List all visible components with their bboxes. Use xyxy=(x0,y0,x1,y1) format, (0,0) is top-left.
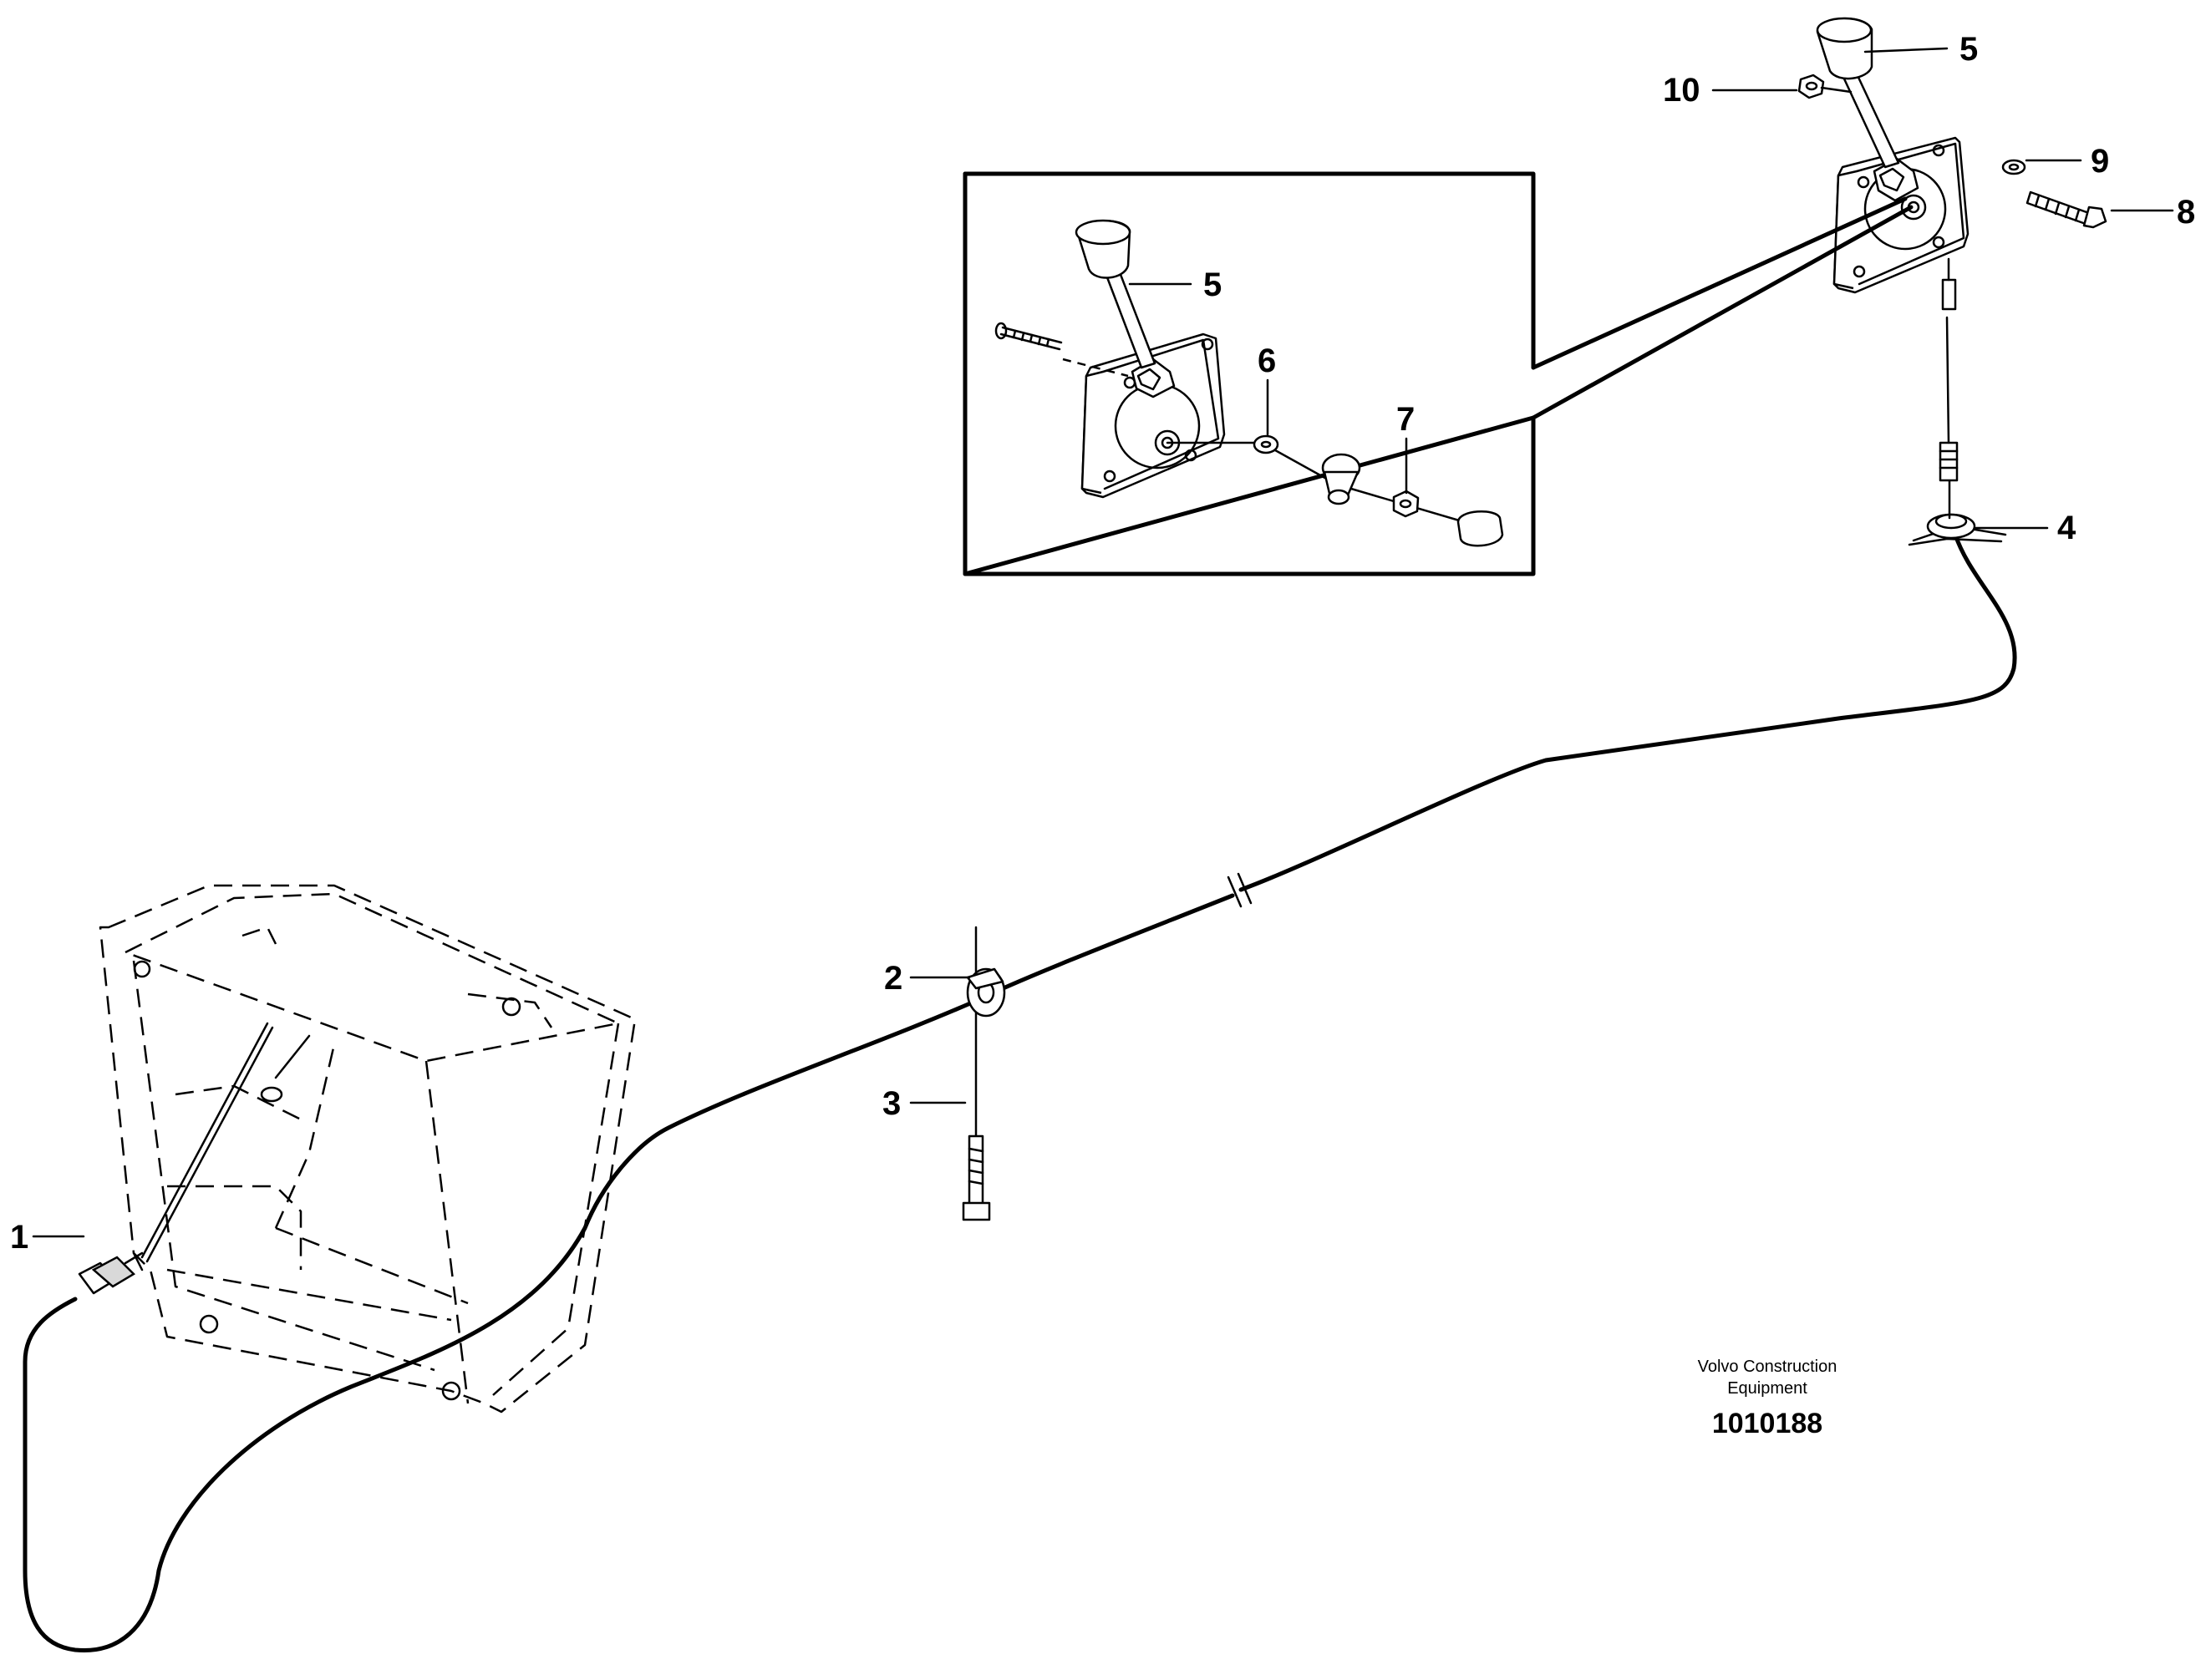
callout-leaders xyxy=(32,47,2174,1238)
control-cable xyxy=(23,532,2017,1653)
cable-end-fitting xyxy=(78,1022,311,1295)
callout-3: 3 xyxy=(882,1085,901,1122)
callout-1: 1 xyxy=(10,1219,28,1256)
callout-9: 9 xyxy=(2091,143,2109,180)
drawing-number: 1010188 xyxy=(1712,1408,1822,1439)
callout-10: 10 xyxy=(1663,72,1700,109)
inset-detail xyxy=(963,171,1536,576)
main-lever-assembly xyxy=(1531,17,2107,420)
callout-5-main: 5 xyxy=(1959,31,1978,68)
callout-8: 8 xyxy=(2177,194,2195,231)
cable-clamp-and-screw xyxy=(962,926,1006,1221)
callout-4: 4 xyxy=(2057,510,2076,546)
cable-grommet xyxy=(1908,257,2007,546)
callout-5-inset: 5 xyxy=(1203,266,1222,303)
callout-7: 7 xyxy=(1396,401,1415,438)
callout-6: 6 xyxy=(1258,343,1276,379)
caption-company-line2: Equipment xyxy=(1727,1379,1807,1398)
caption-company-line1: Volvo Construction xyxy=(1698,1358,1837,1376)
dashboard-console-outline xyxy=(99,884,637,1414)
callout-2: 2 xyxy=(884,960,902,997)
